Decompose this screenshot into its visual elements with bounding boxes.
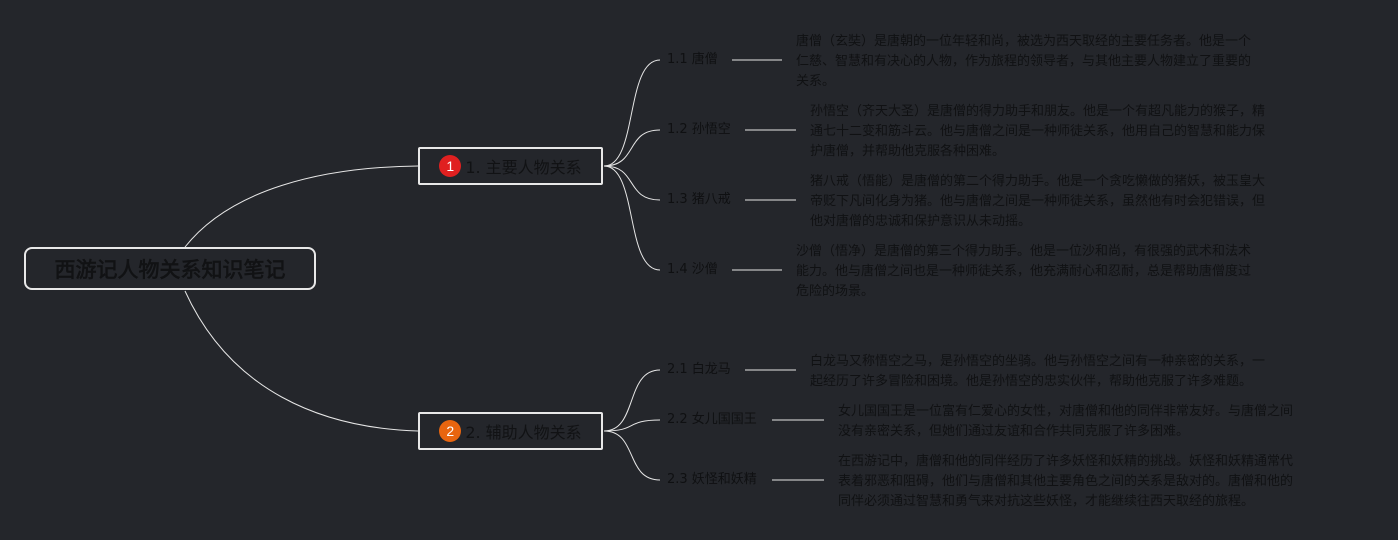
connector-branch1-leaf-1: [603, 59, 661, 167]
leaf-topic-bailongma[interactable]: 2.1 白龙马: [667, 362, 731, 377]
priority-badge-1: 1: [439, 155, 462, 177]
leaf-topic-demons[interactable]: 2.3 妖怪和妖精: [667, 472, 757, 487]
branch-label: 2. 辅助人物关系: [465, 423, 582, 442]
connector-branch1-leaf-2: [603, 129, 661, 167]
note-shaseng[interactable]: 沙僧（悟净）是唐僧的第三个得力助手。他是一位沙和尚，有很强的武术和法术 能力。他…: [796, 244, 1252, 299]
connector-branch2-leaf-2: [603, 419, 661, 432]
note-tangseng[interactable]: 唐僧（玄奘）是唐朝的一位年轻和尚，被选为西天取经的主要任务者。他是一个 仁慈、智…: [796, 34, 1252, 89]
root-topic-label: 西游记人物关系知识笔记: [54, 257, 286, 282]
root-topic[interactable]: 西游记人物关系知识笔记: [24, 247, 316, 290]
note-zhubajie[interactable]: 猪八戒（悟能）是唐僧的第二个得力助手。他是一个贪吃懒做的猪妖，被玉皇大 帝贬下凡…: [810, 174, 1266, 229]
branch-main-characters[interactable]: 1 1. 主要人物关系: [418, 147, 603, 185]
leaf-topic-sunwukong[interactable]: 1.2 孙悟空: [667, 122, 731, 137]
connector-root-branch-2: [184, 290, 419, 432]
connector-root-branch-1: [184, 165, 419, 248]
note-bailongma[interactable]: 白龙马又称悟空之马，是孙悟空的坐骑。他与孙悟空之间有一种亲密的关系，一 起经历了…: [810, 354, 1266, 389]
leaf-topic-zhubajie[interactable]: 1.3 猪八戒: [667, 192, 731, 207]
branch-supporting-characters[interactable]: 2 2. 辅助人物关系: [418, 412, 603, 450]
priority-badge-2: 2: [439, 420, 462, 442]
branch-label: 1. 主要人物关系: [465, 158, 582, 177]
leaf-topic-nverguo-king[interactable]: 2.2 女儿国国王: [667, 412, 757, 427]
connector-branch2-leaf-1: [603, 369, 661, 432]
note-sunwukong[interactable]: 孙悟空（齐天大圣）是唐僧的得力助手和朋友。他是一个有超凡能力的猴子，精 通七十二…: [810, 104, 1266, 159]
connector-branch1-leaf-4: [603, 165, 661, 271]
note-nverguo-king[interactable]: 女儿国国王是一位富有仁爱心的女性，对唐僧和他的同伴非常友好。与唐僧之间 没有亲密…: [838, 404, 1294, 439]
note-demons[interactable]: 在西游记中，唐僧和他的同伴经历了许多妖怪和妖精的挑战。妖怪和妖精通常代 表着邪恶…: [838, 454, 1294, 509]
connector-branch1-leaf-3: [603, 165, 661, 201]
connector-branch2-leaf-3: [603, 430, 661, 481]
leaf-topic-shaseng[interactable]: 1.4 沙僧: [667, 262, 718, 277]
leaf-topic-tangseng[interactable]: 1.1 唐僧: [667, 52, 718, 67]
